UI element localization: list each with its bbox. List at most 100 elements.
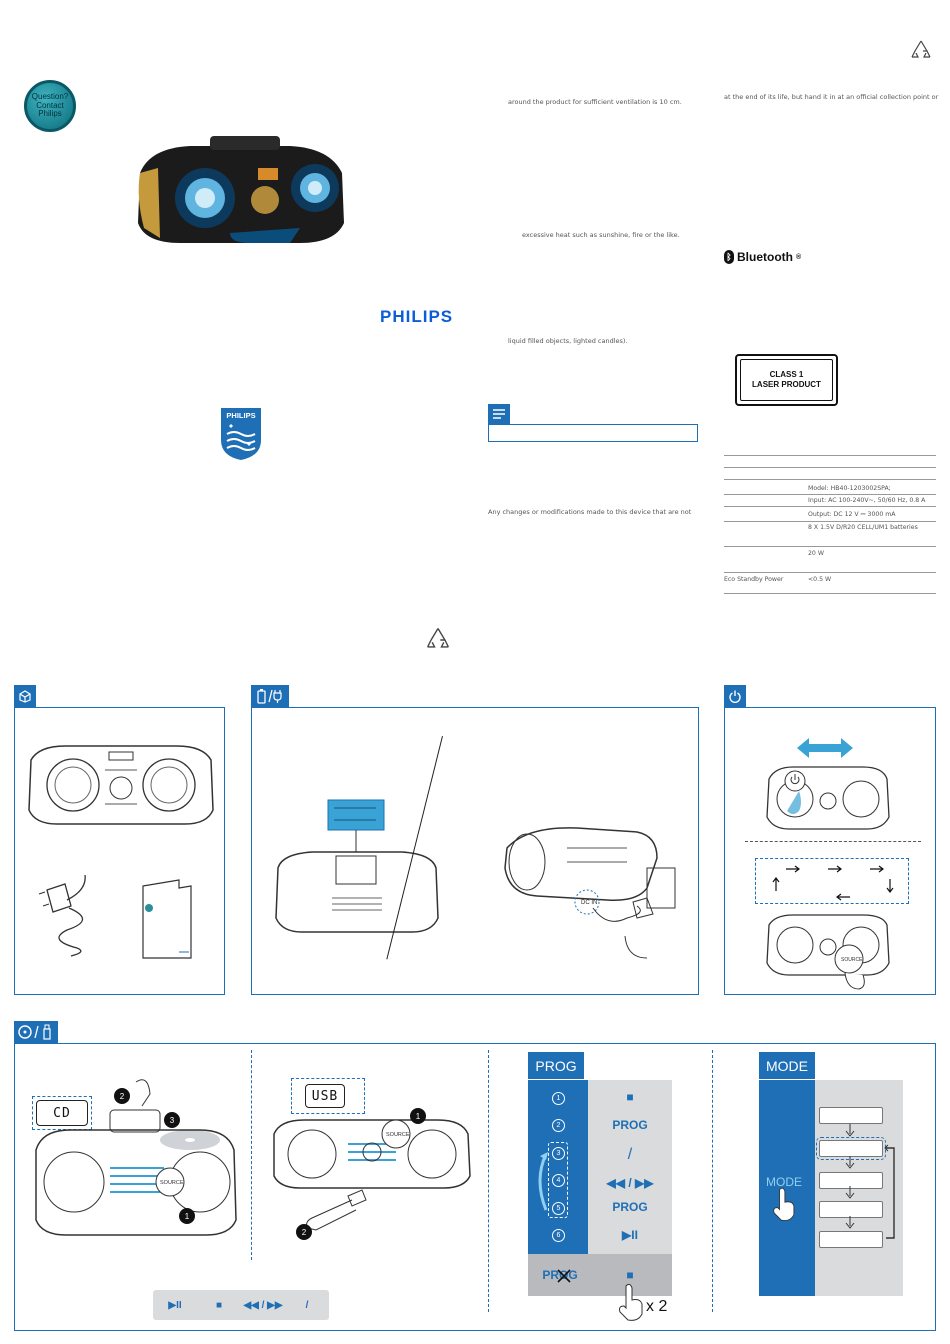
prog-action-6: ▶II [622,1228,638,1242]
dc-in-connection-drawing: DC IN [504,827,676,959]
prog-step-6: 6 [552,1229,565,1242]
source-label: SOURCE [160,1180,184,1186]
recycle-icon [911,40,931,58]
laser-line-1: CLASS 1 [769,370,804,380]
power-icon [724,685,746,707]
step-1-label: 1 [185,1212,190,1221]
recycle-icon [426,628,450,648]
slash-separator: / [305,1299,309,1311]
ventilation-text: around the product for sufficient ventil… [508,98,682,106]
mode-option-4 [819,1201,883,1218]
source-cycle-box [755,858,909,904]
boombox-product-image [138,136,344,243]
stop-button[interactable]: ■ [215,1299,223,1311]
spec-table: Model: HB40-1203002SPA; Input: AC 100-24… [724,455,936,594]
prog-step-2: 2 [552,1119,565,1132]
double-arrow-icon [797,738,853,758]
bluetooth-label: Bluetooth [737,250,793,264]
press-hand-icon [619,1283,643,1321]
mode-column [759,1080,815,1296]
heat-text: excessive heat such as sunshine, fire or… [522,231,680,239]
power-adapter-drawing [38,874,86,957]
shield-text: PHILIPS [226,411,255,420]
dc-in-label: DC IN [581,900,597,906]
battery-compartment-drawing [275,799,439,933]
spec-row: 8 X 1.5V D/R20 CELL/UM1 batteries [724,521,936,546]
mode-option-2 [816,1137,886,1160]
bluetooth-registered-mark: ® [796,253,802,261]
lcd-cd-text: CD [53,1105,71,1121]
disc-usb-icon [14,1021,58,1043]
step-3-label: 3 [170,1116,175,1125]
note-icon [488,404,510,424]
prog-action-5: PROG [612,1200,648,1214]
disc-usb-panel [14,1043,936,1331]
user-manual-drawing [142,879,192,959]
dashed-divider [712,1050,713,1312]
prog-action-3: / [627,1146,633,1163]
end-of-life-text: at the end of its life, but hand it in a… [724,93,939,101]
battery-plug-icon [251,685,289,707]
changes-text: Any changes or modifications made to thi… [488,508,692,516]
question-contact-badge: Question? Contact Philips [24,80,76,132]
dashed-divider [745,841,921,842]
lcd-usb-text: USB [311,1088,339,1104]
loop-arrow-icon [538,1152,548,1211]
step-2-label: 2 [120,1092,125,1101]
lcd-usb-frame [291,1078,365,1114]
spec-row: 20 W [724,546,936,572]
prog-step-4: 4 [552,1174,565,1187]
lcd-usb-display: USB [305,1084,345,1108]
source-cycle-arrows [772,865,894,901]
usb-load-drawing: SOURCE 1 2 [273,1108,471,1240]
boombox-power-drawing [766,766,890,830]
mode-option-1 [819,1107,883,1124]
playback-controls-strip: ▶II ■ ◀◀ / ▶▶ / [153,1290,329,1320]
press-hand-icon [773,1187,795,1221]
mode-option-3 [819,1172,883,1189]
badge-line-2: Contact [36,100,64,110]
prog-stop-label: ■ [626,1268,634,1282]
badge-line-1: Question? [31,92,69,102]
prog-cancel-row [528,1254,672,1296]
prog-step-1: 1 [552,1092,565,1105]
cancel-cross-icon [557,1269,571,1283]
mode-option-5 [819,1231,883,1248]
philips-wordmark: PHILIPS [380,307,454,326]
dashed-divider [251,1050,252,1260]
laser-line-2: LASER PRODUCT [752,380,821,389]
prog-step-3: 3 [552,1147,565,1160]
badge-line-3: Philips [38,109,62,119]
boombox-source-drawing: SOURCE [766,914,890,990]
step-2-label: 2 [302,1228,307,1237]
prog-header: PROG [528,1052,584,1079]
play-pause-button[interactable]: ▶II [168,1299,182,1311]
bluetooth-icon: ᛒ [724,250,734,264]
bluetooth-logo: ᛒ Bluetooth® [724,250,801,264]
laser-class-label: CLASS 1 LASER PRODUCT [735,354,838,406]
box-icon [14,685,36,707]
spec-row [724,467,936,479]
power-on-panel: SOURCE [724,707,936,995]
dashed-divider [488,1050,489,1312]
spec-row: Model: HB40-1203002SPA; [724,479,936,494]
spec-row: Output: DC 12 V ⎓ 3000 mA [724,506,936,521]
boombox-front-drawing [28,745,214,825]
prog-repeat-frame [548,1142,568,1218]
spec-row: Input: AC 100-240V~, 50/60 Hz, 0.8 A [724,494,936,506]
prog-action-2: PROG [612,1118,648,1132]
philips-shield-logo: PHILIPS [221,408,261,460]
skip-buttons[interactable]: ◀◀ / ▶▶ [243,1299,283,1311]
cd-load-drawing: 2 3 SOURCE 1 [35,1079,237,1236]
lcd-cd-frame [32,1096,92,1130]
mode-flow-arrows [845,1124,855,1229]
mode-loop-bracket [884,1144,895,1239]
mode-button-label: MODE [766,1175,802,1189]
spec-row [724,455,936,467]
step-1-label: 1 [416,1112,421,1121]
prog-step-5: 5 [552,1202,565,1215]
box-contents-panel [14,707,225,995]
power-panel: DC IN [251,707,699,995]
source-label: SOURCE [841,957,863,963]
note-box [488,424,698,442]
